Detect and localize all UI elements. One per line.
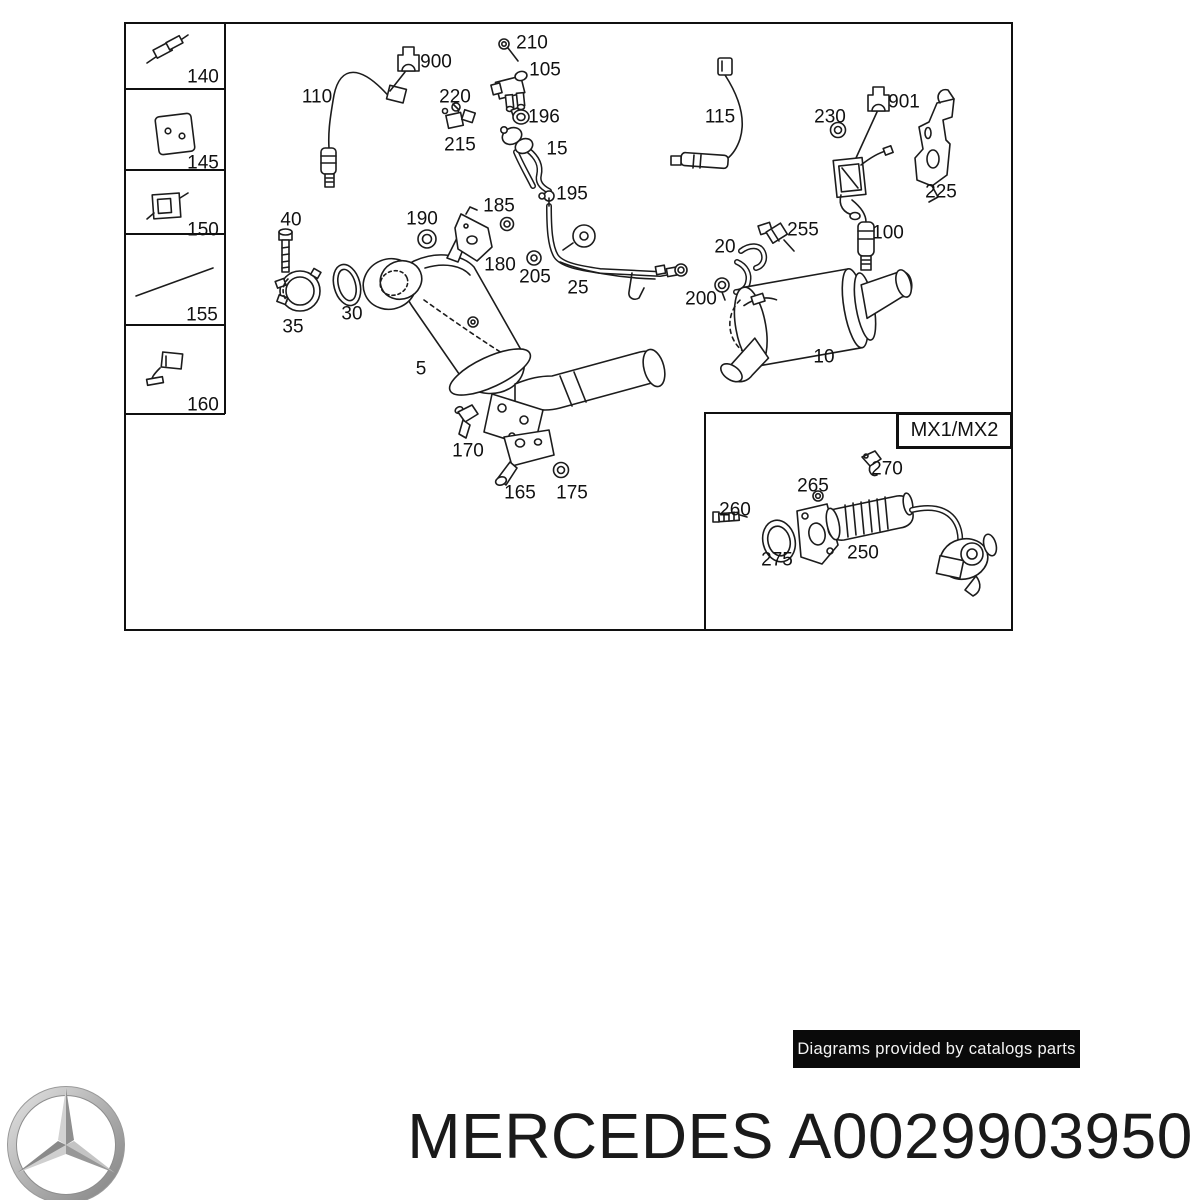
inset-title: MX1/MX2 — [910, 419, 999, 441]
callout-145: 145 — [187, 152, 219, 174]
callout-210: 210 — [516, 32, 548, 54]
part-230-nut — [829, 121, 847, 139]
callout-220: 220 — [439, 86, 471, 108]
callout-105: 105 — [529, 59, 561, 81]
callout-255: 255 — [787, 219, 819, 241]
callout-215: 215 — [444, 134, 476, 156]
callout-901: 901 — [888, 91, 920, 113]
callout-40: 40 — [280, 209, 302, 231]
part-270-clip — [861, 450, 882, 477]
callout-30: 30 — [341, 303, 363, 325]
inset-title-box: MX1/MX2 — [897, 413, 1012, 448]
part-160-clamp-icon — [145, 351, 184, 387]
callout-196: 196 — [528, 106, 560, 128]
part-100-sensor-and-module — [832, 145, 894, 271]
callout-110: 110 — [301, 86, 333, 108]
part-225-bracket — [914, 88, 955, 203]
part-15-pipe — [499, 126, 552, 194]
part-250-downpipe — [796, 492, 998, 597]
callout-260: 260 — [719, 499, 751, 521]
callout-100: 100 — [872, 222, 904, 244]
callout-115: 115 — [704, 106, 736, 128]
part-150-bracket-icon — [146, 192, 189, 220]
callout-195: 195 — [556, 183, 588, 205]
callout-160: 160 — [187, 394, 219, 416]
part-140-clip-icon — [146, 34, 189, 64]
part-175-nut — [552, 461, 570, 479]
part-185-nut — [499, 216, 515, 232]
callout-175: 175 — [556, 482, 588, 504]
callout-230: 230 — [814, 106, 846, 128]
part-195-fitting — [538, 190, 555, 202]
part-145-plate-icon — [154, 112, 196, 156]
part-215-bracket — [441, 107, 477, 130]
callout-900: 900 — [420, 51, 452, 73]
part-30-gasket — [332, 263, 362, 307]
part-5-catalytic-converter — [362, 237, 666, 449]
part-255-sensor — [757, 221, 795, 252]
part-35-clamp-ring — [274, 267, 322, 312]
provider-badge-text: Diagrams provided by catalogs parts — [797, 1039, 1076, 1058]
mercedes-logo-icon — [7, 1086, 125, 1200]
diagram-frame — [124, 22, 1013, 631]
callout-185: 185 — [483, 195, 515, 217]
callout-20: 20 — [714, 236, 736, 258]
callout-190: 190 — [406, 208, 438, 230]
part-205-nut — [526, 250, 542, 266]
part-170-bracket — [454, 404, 479, 439]
part-40-bolt — [278, 228, 293, 273]
callout-270: 270 — [871, 458, 903, 480]
part-200-clamp — [714, 277, 730, 301]
part-25-pipe-assembly — [546, 197, 688, 300]
callout-25: 25 — [567, 277, 589, 299]
provider-badge: Diagrams provided by catalogs parts — [793, 1030, 1080, 1068]
callout-275: 275 — [761, 549, 793, 571]
part-196-clamp — [510, 107, 530, 125]
part-165-bracket — [494, 429, 555, 487]
page-title: MERCEDES A0029903950 — [407, 1100, 1193, 1172]
part-901-marker-icon — [855, 86, 890, 159]
part-210-bolt — [498, 38, 519, 62]
callout-10: 10 — [813, 346, 835, 368]
part-20-hose — [733, 243, 768, 295]
callout-250: 250 — [847, 542, 879, 564]
part-10-muffler — [720, 268, 913, 383]
callout-150: 150 — [187, 219, 219, 241]
part-155-rod-icon — [135, 267, 214, 297]
part-900-marker-icon — [389, 46, 420, 92]
part-105-pressure-sensor — [490, 70, 528, 113]
part-110-oxygen-sensor — [320, 71, 408, 188]
callout-165: 165 — [504, 482, 536, 504]
part-265-nut — [812, 490, 824, 502]
callout-225: 225 — [925, 181, 957, 203]
callout-180: 180 — [484, 254, 516, 276]
callout-170: 170 — [452, 440, 484, 462]
callout-140: 140 — [187, 66, 219, 88]
callout-205: 205 — [519, 266, 551, 288]
part-180-bracket — [454, 206, 493, 262]
callout-155: 155 — [186, 304, 218, 326]
part-275-gasket — [761, 519, 797, 563]
callout-200: 200 — [685, 288, 717, 310]
part-115-temp-sensor — [670, 57, 743, 170]
callout-265: 265 — [797, 475, 829, 497]
part-190-washer — [417, 229, 437, 249]
callout-5: 5 — [415, 358, 427, 380]
callout-35: 35 — [282, 316, 304, 338]
callout-15: 15 — [546, 138, 568, 160]
part-260-bolt — [712, 511, 748, 523]
